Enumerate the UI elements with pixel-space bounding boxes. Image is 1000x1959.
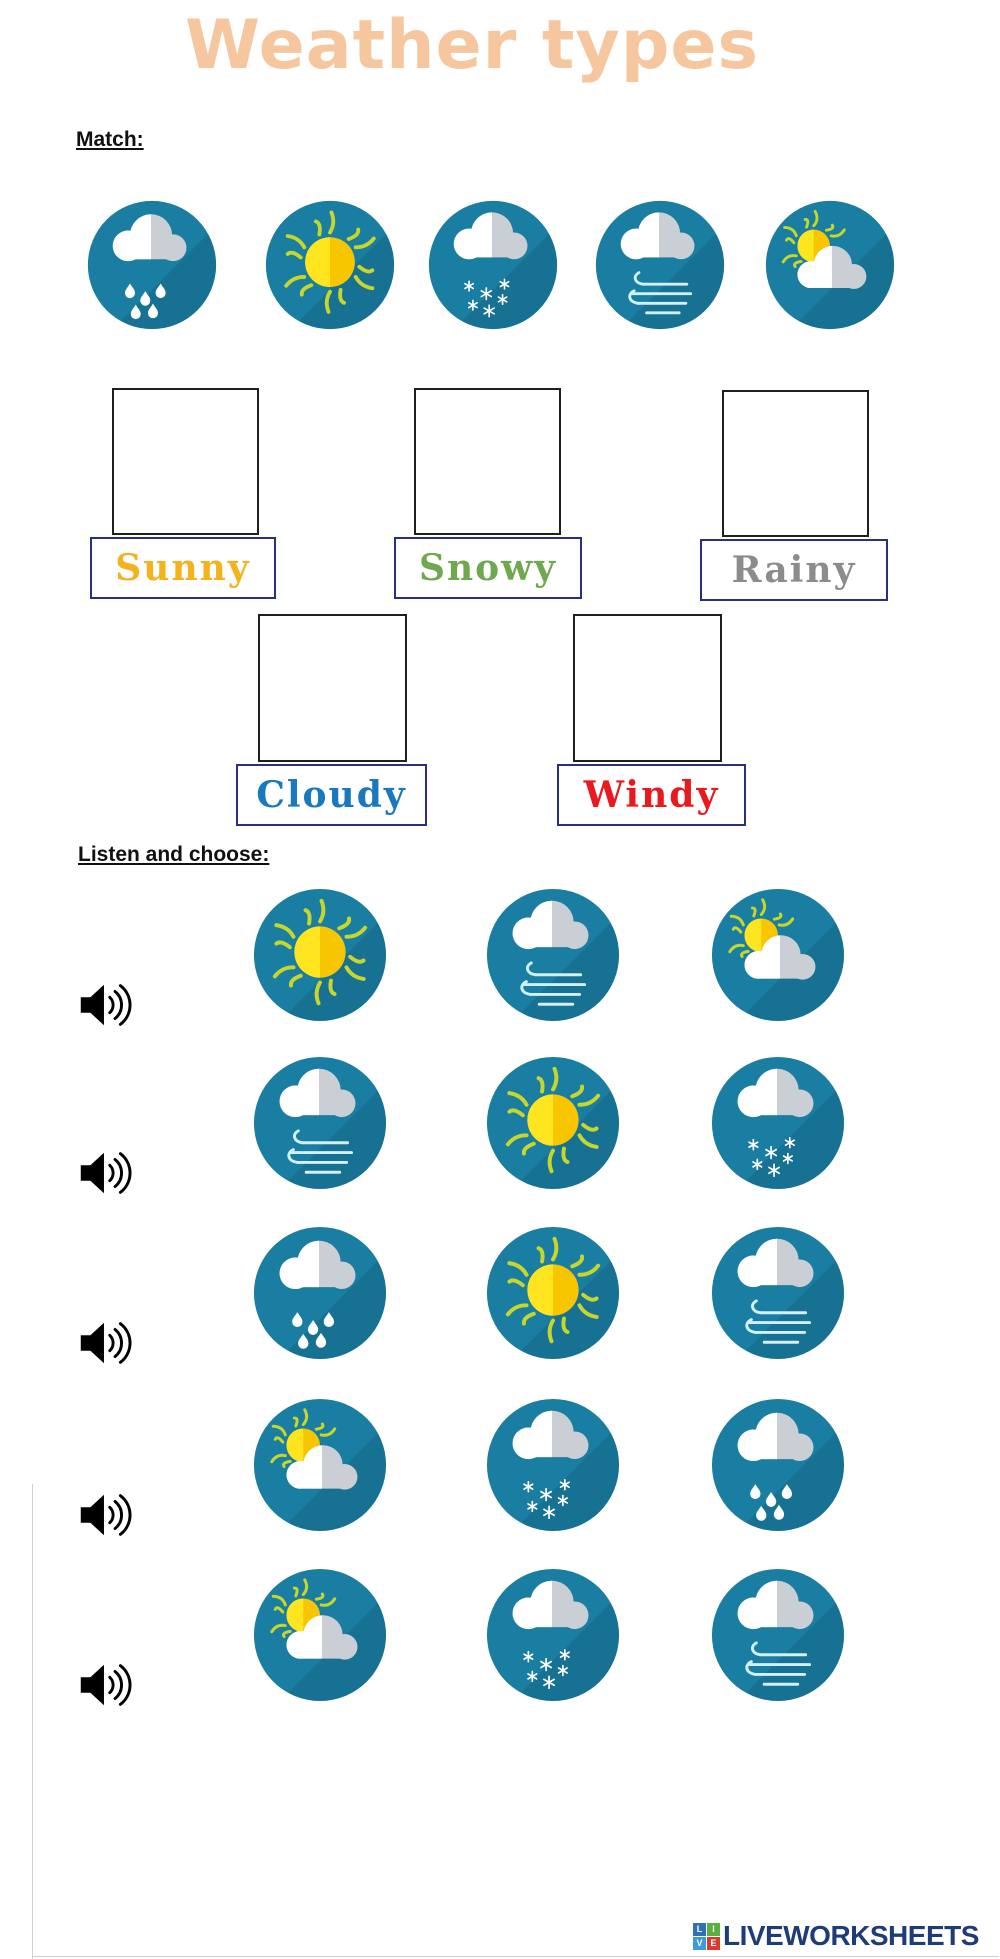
sunny-icon <box>253 888 387 1022</box>
listen-row-3-option-windy[interactable] <box>709 1224 847 1362</box>
page-title: Weather types <box>185 6 759 85</box>
listen-row-1-option-sunny[interactable] <box>251 886 389 1024</box>
speaker-audio-icon <box>80 1322 132 1364</box>
match-icon-sunny[interactable] <box>263 198 397 332</box>
match-section-label: Match: <box>76 128 144 151</box>
listen-row-4-option-snowy[interactable] <box>484 1396 622 1534</box>
sunny-icon <box>265 200 395 330</box>
page-frame-line-vertical <box>32 1484 33 1959</box>
listen-row-2-option-windy[interactable] <box>251 1054 389 1192</box>
partly-cloudy-icon <box>765 200 895 330</box>
windy-icon <box>253 1056 387 1190</box>
word-label-windy: Windy <box>557 764 746 826</box>
listen-row-3-option-rainy[interactable] <box>251 1224 389 1362</box>
listen-row-2-speaker-button[interactable] <box>74 1144 132 1202</box>
listen-row-3-speaker-button[interactable] <box>74 1314 132 1372</box>
listen-row-3-option-sunny[interactable] <box>484 1224 622 1362</box>
listen-row-5-option-windy[interactable] <box>709 1566 847 1704</box>
dropzone-3[interactable] <box>722 390 869 537</box>
windy-icon <box>711 1568 845 1702</box>
dropzone-5[interactable] <box>573 614 722 762</box>
sunny-icon <box>486 1226 620 1360</box>
listen-row-4-option-rainy[interactable] <box>709 1396 847 1534</box>
listen-row-1-speaker-button[interactable] <box>74 976 132 1034</box>
match-icon-rainy[interactable] <box>85 198 219 332</box>
windy-icon <box>595 200 725 330</box>
speaker-audio-icon <box>80 1664 132 1706</box>
match-icon-snowy[interactable] <box>426 198 560 332</box>
listen-row-4-speaker-button[interactable] <box>74 1486 132 1544</box>
match-icon-partly-cloudy[interactable] <box>763 198 897 332</box>
partly-cloudy-icon <box>253 1398 387 1532</box>
listen-row-4-option-partly-cloudy[interactable] <box>251 1396 389 1534</box>
windy-icon <box>486 888 620 1022</box>
dropzone-2[interactable] <box>414 388 561 535</box>
rainy-icon <box>253 1226 387 1360</box>
listen-row-5-speaker-button[interactable] <box>74 1656 132 1714</box>
logo-letter-i: I <box>707 1922 720 1936</box>
dropzone-1[interactable] <box>112 388 259 535</box>
listen-row-1-option-partly-cloudy[interactable] <box>709 886 847 1024</box>
word-label-snowy: Snowy <box>394 537 582 599</box>
listen-section-label: Listen and choose: <box>78 843 270 866</box>
snowy-icon <box>428 200 558 330</box>
rainy-icon <box>87 200 217 330</box>
logo-letter-v: V <box>693 1936 706 1950</box>
speaker-audio-icon <box>80 1152 132 1194</box>
word-label-cloudy: Cloudy <box>236 764 427 826</box>
windy-icon <box>711 1226 845 1360</box>
speaker-audio-icon <box>80 1494 132 1536</box>
speaker-audio-icon <box>80 984 132 1026</box>
listen-row-5-option-snowy[interactable] <box>484 1566 622 1704</box>
page-frame-line-horizontal <box>32 1956 999 1957</box>
word-label-rainy: Rainy <box>700 539 888 601</box>
listen-row-2-option-sunny[interactable] <box>484 1054 622 1192</box>
partly-cloudy-icon <box>253 1568 387 1702</box>
sunny-icon <box>486 1056 620 1190</box>
dropzone-4[interactable] <box>258 614 407 762</box>
word-label-sunny: Sunny <box>90 537 276 599</box>
snowy-icon <box>486 1398 620 1532</box>
listen-row-1-option-windy[interactable] <box>484 886 622 1024</box>
listen-row-5-option-partly-cloudy[interactable] <box>251 1566 389 1704</box>
logo-letter-e: E <box>707 1936 720 1950</box>
brand-text: LIVEWORKSHEETS <box>723 1920 979 1951</box>
snowy-icon <box>486 1568 620 1702</box>
snowy-icon <box>711 1056 845 1190</box>
logo-letter-l: L <box>693 1922 706 1936</box>
rainy-icon <box>711 1398 845 1532</box>
partly-cloudy-icon <box>711 888 845 1022</box>
listen-row-2-option-snowy[interactable] <box>709 1054 847 1192</box>
match-icon-windy[interactable] <box>593 198 727 332</box>
